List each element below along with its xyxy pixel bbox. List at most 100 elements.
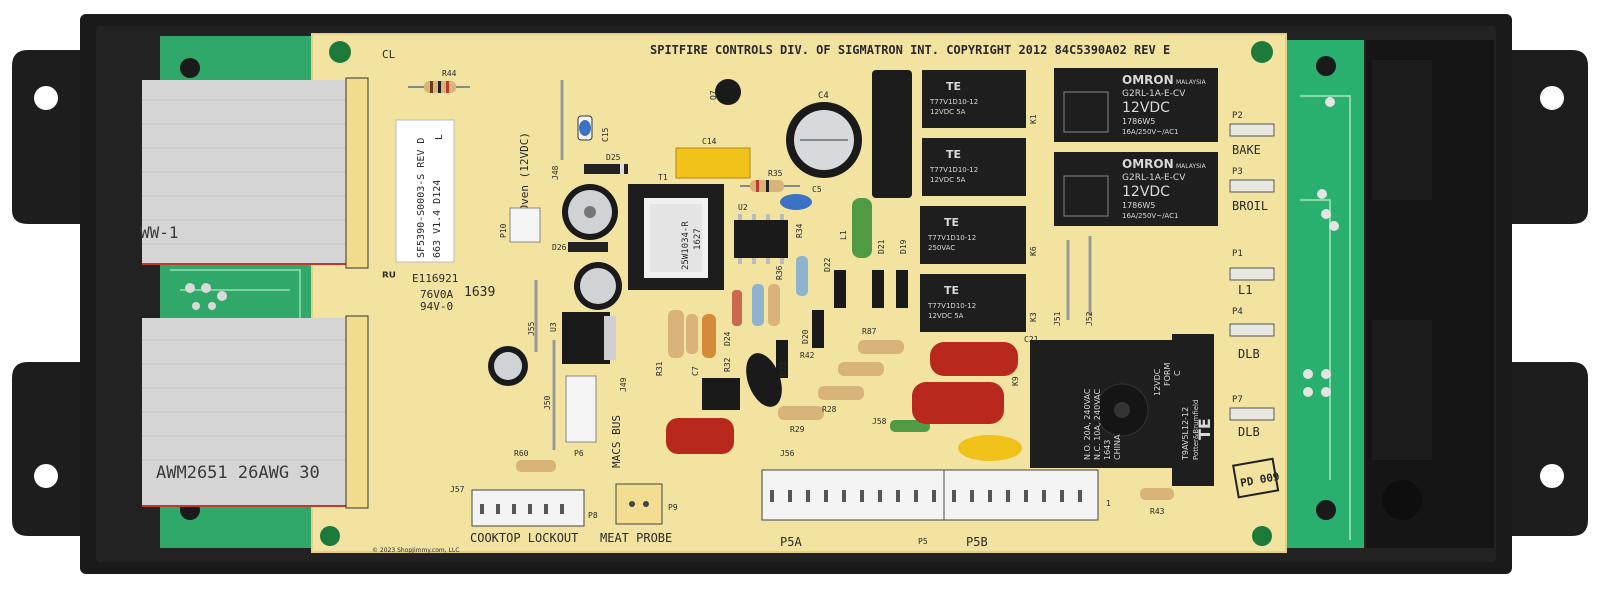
svg-text:1: 1 xyxy=(1106,499,1111,508)
svg-text:12VDC 5A: 12VDC 5A xyxy=(930,108,966,116)
svg-text:U3: U3 xyxy=(549,322,558,332)
svg-text:SF5390-S0003-S REV D: SF5390-S0003-S REV D xyxy=(416,138,427,258)
svg-text:R28: R28 xyxy=(822,405,837,414)
spade-terminals xyxy=(1229,123,1275,421)
copyright-header: SPITFIRE CONTROLS DIV. OF SIGMATRON INT.… xyxy=(650,43,1170,57)
svg-text:25W1034-R: 25W1034-R xyxy=(681,221,691,270)
regulator-u3 xyxy=(562,312,610,364)
film-cap-red-3 xyxy=(666,418,734,454)
electrolytic-cap-c8 xyxy=(562,184,618,240)
svg-text:K9: K9 xyxy=(1011,376,1020,386)
svg-text:K6: K6 xyxy=(1029,246,1038,256)
svg-text:R35: R35 xyxy=(768,169,783,178)
mount-hole xyxy=(34,86,58,110)
svg-text:K1: K1 xyxy=(1029,114,1038,124)
flame-rating: 76V0A xyxy=(420,288,453,301)
svg-text:16A/250V~/AC1: 16A/250V~/AC1 xyxy=(1122,212,1178,220)
macs-bus-label: MACS BUS xyxy=(610,415,623,468)
te-relay-k9: 12VDC FORM C N.O. 20A, 240VAC N.C. 10A, … xyxy=(1030,334,1214,486)
svg-text:T9AV5L12-12: T9AV5L12-12 xyxy=(1181,407,1190,461)
svg-text:D26: D26 xyxy=(552,243,567,252)
electrolytic-cap-small xyxy=(488,346,528,386)
svg-text:TE: TE xyxy=(944,216,959,229)
svg-text:P6: P6 xyxy=(574,449,584,458)
svg-text:1627: 1627 xyxy=(693,228,703,250)
svg-text:P9: P9 xyxy=(668,503,678,512)
svg-text:K3: K3 xyxy=(1029,312,1038,322)
resistor-cluster xyxy=(668,256,808,358)
p10-connector xyxy=(509,207,541,243)
svg-text:OMRON: OMRON xyxy=(1122,157,1174,171)
resistor-row xyxy=(516,340,1174,500)
svg-text:D24: D24 xyxy=(723,331,732,346)
svg-text:12VDC 5A: 12VDC 5A xyxy=(928,312,964,320)
svg-text:MALAYSIA: MALAYSIA xyxy=(1176,79,1207,86)
connector-meat-probe xyxy=(615,483,663,525)
dlb-label-2: DLB xyxy=(1238,425,1260,439)
ul-file: E116921 xyxy=(412,272,458,285)
electrolytic-cap-c4 xyxy=(786,102,862,178)
connector-p5b xyxy=(943,469,1099,521)
ribbon-cable-top xyxy=(142,77,369,269)
connector-p5a xyxy=(761,469,945,521)
svg-text:R34: R34 xyxy=(795,223,804,238)
te-relay-k2: TE T77V1D10-12 12VDC 5A xyxy=(922,138,1026,196)
svg-text:P5: P5 xyxy=(918,537,928,546)
svg-text:T1: T1 xyxy=(658,173,668,182)
te-relay-k3: TE T77V1D10-12 12VDC 5A xyxy=(920,274,1026,332)
broil-label: BROIL xyxy=(1232,199,1268,213)
svg-text:TE: TE xyxy=(946,148,961,161)
svg-text:R31: R31 xyxy=(655,361,664,376)
bake-label: BAKE xyxy=(1232,143,1261,157)
svg-text:T77V1D10-12: T77V1D10-12 xyxy=(929,98,978,106)
p6-connector xyxy=(565,375,597,443)
svg-text:T77V1D10-12: T77V1D10-12 xyxy=(927,234,976,242)
svg-text:R36: R36 xyxy=(775,265,784,280)
svg-text:TE: TE xyxy=(944,284,959,297)
te-relay-k1: TE T77V1D10-12 12VDC 5A xyxy=(922,70,1026,128)
dlb-label-1: DLB xyxy=(1238,347,1260,361)
date-code: 1639 xyxy=(464,285,495,300)
transformer-t1 xyxy=(628,184,724,290)
watermark: © 2023 ShopJimmy.com, LLC xyxy=(372,547,459,554)
svg-text:L1: L1 xyxy=(839,230,848,240)
svg-text:N.O. 20A, 240VAC: N.O. 20A, 240VAC xyxy=(1083,388,1092,460)
ribbon-label-top: WW-1 xyxy=(140,223,179,242)
svg-text:R44: R44 xyxy=(442,69,457,78)
svg-text:12VDC: 12VDC xyxy=(1122,184,1170,200)
svg-text:1786W5: 1786W5 xyxy=(1122,201,1155,210)
ribbon-label-bottom: AWM2651 26AWG 30 xyxy=(156,463,320,483)
svg-text:1786W5: 1786W5 xyxy=(1122,117,1155,126)
svg-text:P3: P3 xyxy=(1232,167,1243,177)
mount-hole xyxy=(34,464,58,488)
svg-text:FORM: FORM xyxy=(1163,363,1172,386)
svg-text:J58: J58 xyxy=(872,417,887,426)
svg-text:J56: J56 xyxy=(780,449,795,458)
part-label-sticker: L SF5390-S0003-S REV D 663 V1.4 D124 xyxy=(395,119,455,263)
svg-text:D23: D23 xyxy=(779,361,788,376)
film-cap-red-2 xyxy=(912,382,1004,424)
svg-text:C14: C14 xyxy=(702,137,717,146)
svg-text:D19: D19 xyxy=(899,239,908,254)
inductor-l1 xyxy=(852,198,872,258)
p5a-label: P5A xyxy=(780,535,802,549)
svg-text:TE: TE xyxy=(1195,418,1214,440)
svg-text:D25: D25 xyxy=(606,153,621,162)
svg-text:J50: J50 xyxy=(543,395,552,410)
svg-text:C15: C15 xyxy=(601,127,610,142)
svg-text:J49: J49 xyxy=(619,377,628,392)
svg-text:P4: P4 xyxy=(1232,307,1243,317)
svg-text:1643: 1643 xyxy=(1103,440,1112,460)
svg-text:J52: J52 xyxy=(1085,311,1094,326)
svg-text:J48: J48 xyxy=(551,165,560,180)
svg-text:R60: R60 xyxy=(514,449,529,458)
svg-text:L: L xyxy=(434,134,445,140)
electrolytic-cap-c32 xyxy=(746,353,782,407)
electrolytic-cap-c9 xyxy=(574,262,622,310)
svg-text:Potter&Brumfield: Potter&Brumfield xyxy=(1192,400,1200,460)
svg-text:R32: R32 xyxy=(723,357,732,372)
svg-text:R29: R29 xyxy=(790,425,805,434)
svg-text:J57: J57 xyxy=(450,485,465,494)
film-cap-yellow xyxy=(958,435,1022,461)
ic-u2 xyxy=(734,214,788,264)
